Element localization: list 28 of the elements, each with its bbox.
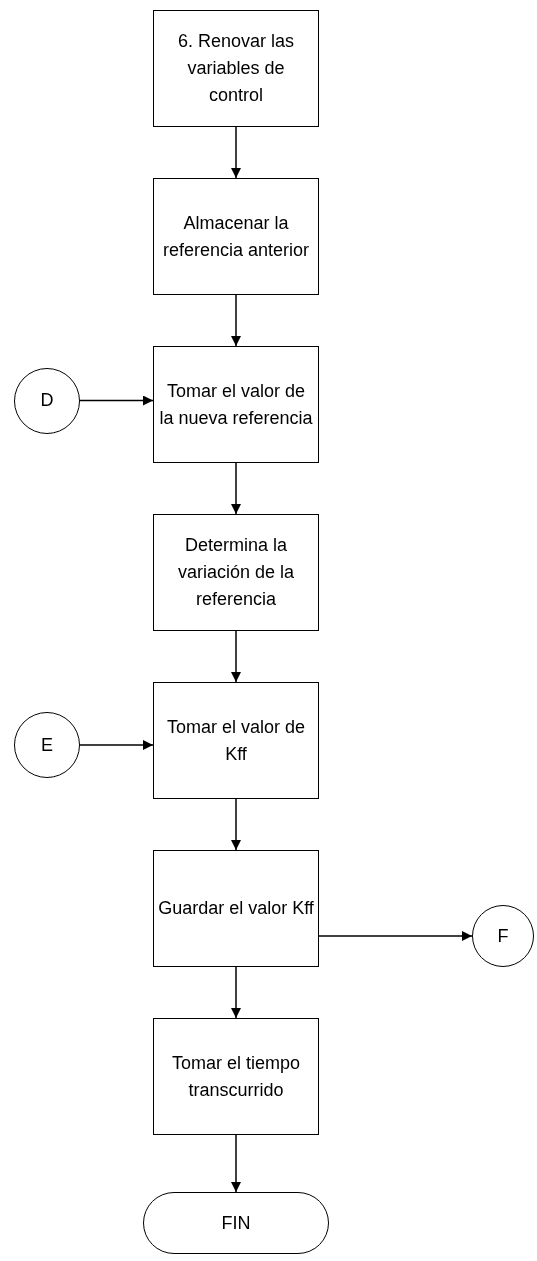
node-text: Tomar el valor de Kff [165, 715, 307, 766]
node-text: Tomar el valor de la nueva referencia [158, 379, 314, 430]
node-text: Almacenar la referencia anterior [161, 211, 311, 262]
node-text: F [497, 924, 509, 948]
process-box [153, 178, 319, 295]
arrow [231, 966, 241, 1019]
arrow [231, 462, 241, 515]
node-text: Guardar el valor Kff [158, 897, 314, 920]
node-text: E [41, 733, 53, 757]
process-box [153, 850, 319, 967]
arrow [231, 1134, 241, 1193]
process-box [153, 10, 319, 127]
node-text: 6. Renovar las variables de control [176, 30, 296, 107]
node-text: Determina la variación de la referencia [176, 534, 296, 611]
process-box [153, 682, 319, 799]
arrow [231, 630, 241, 683]
arrow [231, 126, 241, 179]
process-box [153, 514, 319, 631]
node-text: FIN [221, 1211, 251, 1235]
process-box [153, 1018, 319, 1135]
node-text: Tomar el tiempo transcurrido [170, 1051, 302, 1102]
arrow [231, 798, 241, 851]
arrow [318, 931, 473, 941]
arrow [79, 395, 154, 406]
node-text: D [40, 389, 54, 412]
arrow [231, 294, 241, 347]
process-box [153, 346, 319, 463]
arrow [79, 740, 154, 750]
